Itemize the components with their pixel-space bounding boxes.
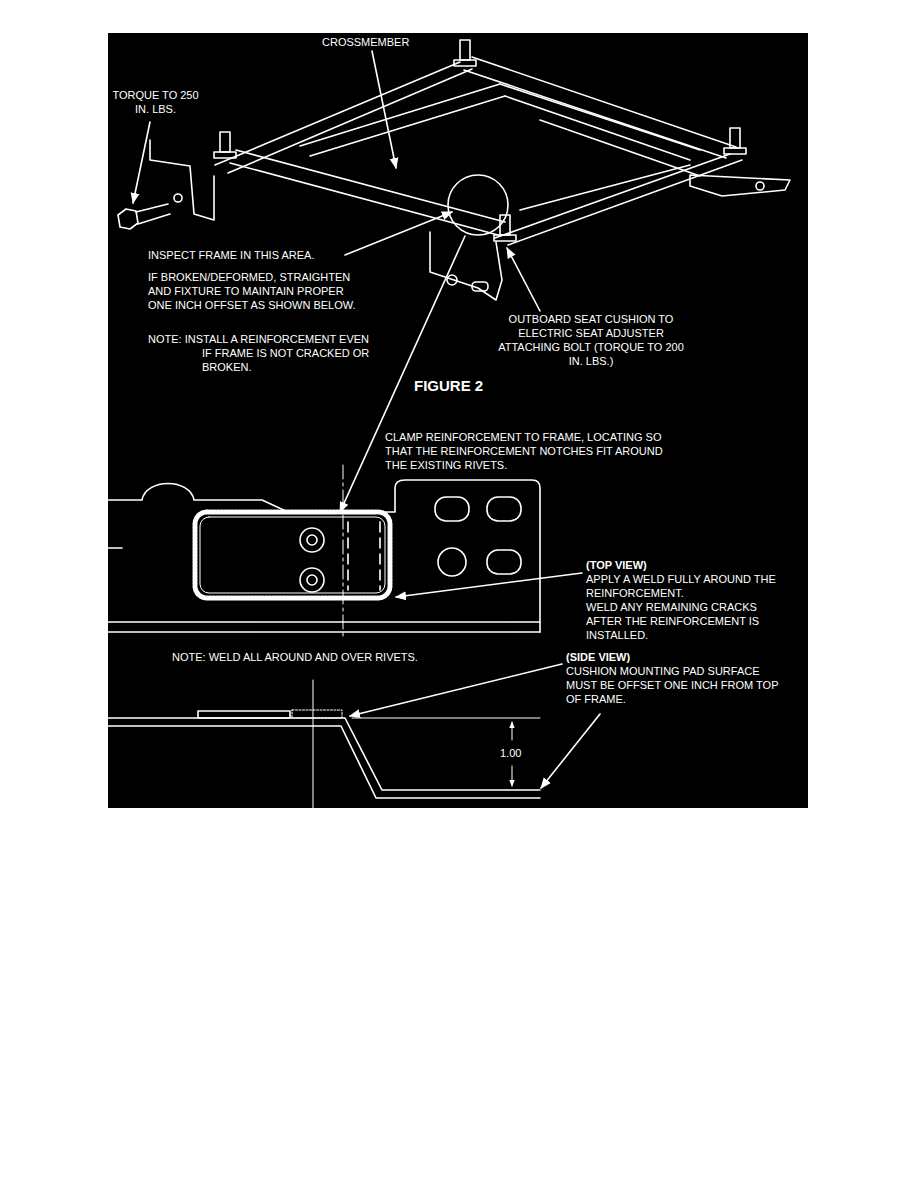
callout-note: CLAMP REINFORCEMENT TO FRAME, LOCATING S… (385, 430, 685, 472)
callout-note: NOTE: WELD ALL AROUND AND OVER RIVETS. (172, 650, 418, 664)
callout-note: NOTE: INSTALL A REINFORCEMENT EVEN IF FR… (148, 332, 380, 374)
front-crossmember (230, 163, 498, 235)
nut (494, 235, 516, 241)
leader-line (541, 714, 600, 788)
stud (220, 132, 230, 152)
frame-edge (108, 631, 540, 633)
track (540, 120, 700, 176)
leader-line (372, 51, 396, 168)
nut (454, 60, 476, 66)
nut (214, 152, 236, 158)
leader-line (350, 664, 562, 716)
leader-line (507, 248, 540, 311)
rivet-head (307, 575, 317, 585)
nut (724, 148, 746, 154)
leader-line (133, 122, 150, 203)
callout-note: OUTBOARD SEAT CUSHION TO ELECTRIC SEAT A… (495, 312, 687, 368)
callout-note: CUSHION MOUNTING PAD SURFACE MUST BE OFF… (566, 664, 781, 706)
callout-note: WELD ANY REMAINING CRACKS AFTER THE REIN… (586, 600, 771, 642)
left-rail (215, 62, 460, 165)
bolt-shaft (136, 204, 170, 224)
hidden-line (379, 522, 381, 590)
reinforcement-plate (200, 517, 385, 593)
inner-frame (300, 84, 500, 146)
weld-profile (292, 710, 342, 718)
inner-frame (310, 96, 505, 156)
bracket (150, 140, 214, 220)
hidden-line (347, 522, 349, 590)
weld-bead (195, 512, 390, 598)
track (520, 165, 690, 210)
frame-hole (438, 548, 466, 576)
right-rail (508, 160, 742, 245)
frame-hole (487, 497, 521, 521)
callout-note: TORQUE TO 250 IN. LBS. (108, 88, 203, 116)
bolt-head (118, 209, 138, 229)
inspection-circle (448, 175, 508, 235)
callout-note: 1.00 (498, 746, 523, 760)
rear-crossmember (464, 70, 726, 158)
callout-note: INSPECT FRAME IN THIS AREA. (148, 248, 314, 262)
figure-caption: FIGURE 2 (414, 379, 483, 393)
frame-profile (108, 726, 540, 798)
stud (730, 128, 740, 148)
bracket-hole (447, 275, 457, 285)
center-line (313, 680, 314, 808)
leader-line (345, 212, 452, 255)
callout-note: APPLY A WELD FULLY AROUND THE REINFORCEM… (586, 572, 786, 600)
frame-outline (108, 480, 540, 632)
frame-hole (435, 497, 469, 521)
frame-profile (108, 718, 540, 790)
callout-note: (SIDE VIEW) (566, 650, 630, 664)
callout-note: CROSSMEMBER (322, 35, 409, 49)
rivet (300, 528, 324, 552)
front-crossmember (236, 150, 505, 222)
reinforcement-profile (198, 711, 290, 718)
inner-frame (505, 96, 690, 160)
figure-background (108, 33, 808, 808)
right-rail (495, 154, 730, 238)
rear-crossmember (472, 57, 736, 147)
bracket-hole (756, 182, 764, 190)
frame-edge (108, 621, 540, 623)
callout-note: IF BROKEN/DEFORMED, STRAIGHTEN AND FIXTU… (148, 270, 370, 312)
bracket-slot (472, 282, 488, 291)
dimension-line (512, 766, 513, 786)
rivet-head (307, 535, 317, 545)
dimension-line (512, 722, 513, 740)
inner-frame (500, 84, 700, 150)
bracket (690, 175, 790, 196)
stud (460, 40, 470, 60)
extension-line (352, 718, 540, 719)
center-line (343, 465, 344, 640)
callout-note: (TOP VIEW) (586, 558, 647, 572)
rivet (300, 568, 324, 592)
bracket-hole (174, 194, 182, 202)
frame-edge (108, 547, 122, 549)
leader-line (396, 573, 582, 597)
frame-hole (487, 550, 521, 574)
